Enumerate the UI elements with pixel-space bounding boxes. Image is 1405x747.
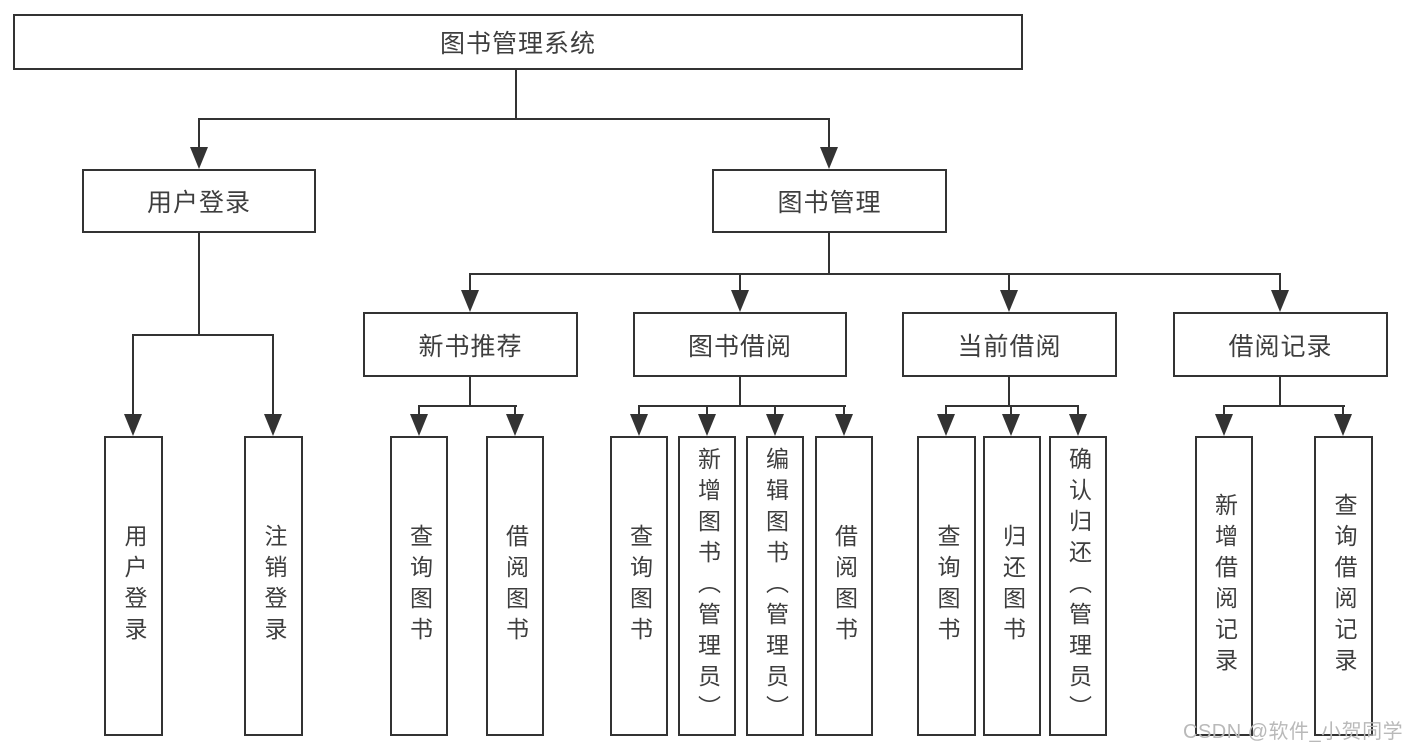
leaf-query-books-borrowing-label: 查询图书 <box>626 524 653 648</box>
arrow-down-icon <box>1002 414 1020 436</box>
connector-leaf-drop <box>1077 405 1079 417</box>
connector-level2-bar <box>198 118 830 120</box>
connector-to-current-borrowing <box>1008 273 1010 293</box>
leaf-borrow-books-recommend-label: 借阅图书 <box>502 524 529 648</box>
leaf-add-book-admin-label: 新增图书（管理员） <box>694 446 721 726</box>
leaf-confirm-return-admin-label: 确认归还（管理员） <box>1065 446 1092 726</box>
leaf-query-borrow-record-label: 查询借阅记录 <box>1331 493 1357 679</box>
arrow-down-icon <box>124 414 142 436</box>
leaf-borrow-books-borrowing: 借阅图书 <box>815 436 873 736</box>
leaf-borrow-books-recommend: 借阅图书 <box>486 436 544 736</box>
connector-book-borrowing-bar <box>638 405 846 407</box>
node-book-management-label: 图书管理 <box>777 189 882 217</box>
leaf-add-borrow-record: 新增借阅记录 <box>1195 436 1253 736</box>
leaf-add-borrow-record-label: 新增借阅记录 <box>1211 493 1238 679</box>
node-current-borrowing-label: 当前借阅 <box>957 332 1062 361</box>
connector-to-user-login <box>198 118 200 149</box>
connector-user-login-drop <box>198 231 200 336</box>
connector-book-borrowing-drop <box>739 375 741 407</box>
arrow-down-icon <box>835 414 853 436</box>
leaf-user-login-label: 用户登录 <box>121 524 147 648</box>
connector-leaf-drop <box>1010 405 1012 417</box>
connector-new-book-bar <box>418 405 517 407</box>
connector-leaf-drop <box>1342 405 1344 417</box>
leaf-query-books-recommend-label: 查询图书 <box>406 524 433 648</box>
connector-to-book-borrowing <box>739 273 741 293</box>
connector-book-management-drop <box>828 231 830 275</box>
leaf-query-borrow-record: 查询借阅记录 <box>1314 436 1373 736</box>
node-root: 图书管理系统 <box>13 14 1023 70</box>
leaf-edit-book-admin-label: 编辑图书（管理员） <box>762 446 789 726</box>
arrow-down-icon <box>1000 290 1018 312</box>
leaf-query-books-current-label: 查询图书 <box>934 524 960 648</box>
leaf-return-book: 归还图书 <box>983 436 1041 736</box>
connector-to-leaf-logout <box>272 334 274 416</box>
node-root-label: 图书管理系统 <box>439 30 596 58</box>
arrow-down-icon <box>190 147 208 169</box>
arrow-down-icon <box>937 414 955 436</box>
arrow-down-icon <box>731 290 749 312</box>
connector-to-leaf-user-login <box>132 334 134 416</box>
arrow-down-icon <box>698 414 716 436</box>
connector-leaf-drop <box>514 405 516 417</box>
connector-leaf-drop <box>843 405 845 417</box>
node-book-borrowing-label: 图书借阅 <box>687 332 792 361</box>
node-new-book-recommend-label: 新书推荐 <box>418 332 523 361</box>
node-borrowing-records-label: 借阅记录 <box>1228 332 1333 361</box>
connector-leaf-drop <box>638 405 640 417</box>
arrow-down-icon <box>410 414 428 436</box>
connector-leaf-drop <box>1223 405 1225 417</box>
arrow-down-icon <box>1215 414 1233 436</box>
leaf-query-books-recommend: 查询图书 <box>390 436 448 736</box>
connector-borrowing-records-drop <box>1279 375 1281 407</box>
leaf-query-books-current: 查询图书 <box>917 436 976 736</box>
leaf-add-book-admin: 新增图书（管理员） <box>678 436 736 736</box>
connector-to-borrowing-records <box>1279 273 1281 293</box>
connector-leaf-drop <box>945 405 947 417</box>
leaf-logout-label: 注销登录 <box>261 524 287 648</box>
arrow-down-icon <box>630 414 648 436</box>
connector-to-book-management <box>828 118 830 149</box>
leaf-user-login: 用户登录 <box>104 436 163 736</box>
connector-new-book-drop <box>469 375 471 407</box>
arrow-down-icon <box>1069 414 1087 436</box>
leaf-query-books-borrowing: 查询图书 <box>610 436 668 736</box>
connector-user-login-bar <box>132 334 274 336</box>
connector-current-borrowing-drop <box>1008 375 1010 407</box>
node-user-login-label: 用户登录 <box>146 189 251 217</box>
arrow-down-icon <box>1271 290 1289 312</box>
leaf-confirm-return-admin: 确认归还（管理员） <box>1049 436 1107 736</box>
arrow-down-icon <box>766 414 784 436</box>
leaf-edit-book-admin: 编辑图书（管理员） <box>746 436 804 736</box>
connector-leaf-drop <box>706 405 708 417</box>
connector-leaf-drop <box>418 405 420 417</box>
node-current-borrowing: 当前借阅 <box>902 312 1117 377</box>
connector-root-drop <box>515 68 517 120</box>
arrow-down-icon <box>820 147 838 169</box>
connector-current-borrowing-bar <box>945 405 1079 407</box>
node-new-book-recommend: 新书推荐 <box>363 312 578 377</box>
connector-borrowing-records-bar <box>1223 405 1345 407</box>
leaf-logout: 注销登录 <box>244 436 303 736</box>
node-book-borrowing: 图书借阅 <box>633 312 847 377</box>
csdn-watermark: CSDN @软件_小贺同学 <box>1183 721 1404 743</box>
leaf-return-book-label: 归还图书 <box>999 524 1026 648</box>
arrow-down-icon <box>1334 414 1352 436</box>
leaf-borrow-books-borrowing-label: 借阅图书 <box>831 524 858 648</box>
arrow-down-icon <box>506 414 524 436</box>
node-user-login: 用户登录 <box>82 169 316 233</box>
arrow-down-icon <box>264 414 282 436</box>
connector-level3-bar <box>469 273 1281 275</box>
node-borrowing-records: 借阅记录 <box>1173 312 1388 377</box>
node-book-management: 图书管理 <box>712 169 947 233</box>
connector-to-new-book <box>469 273 471 293</box>
arrow-down-icon <box>461 290 479 312</box>
connector-leaf-drop <box>774 405 776 417</box>
